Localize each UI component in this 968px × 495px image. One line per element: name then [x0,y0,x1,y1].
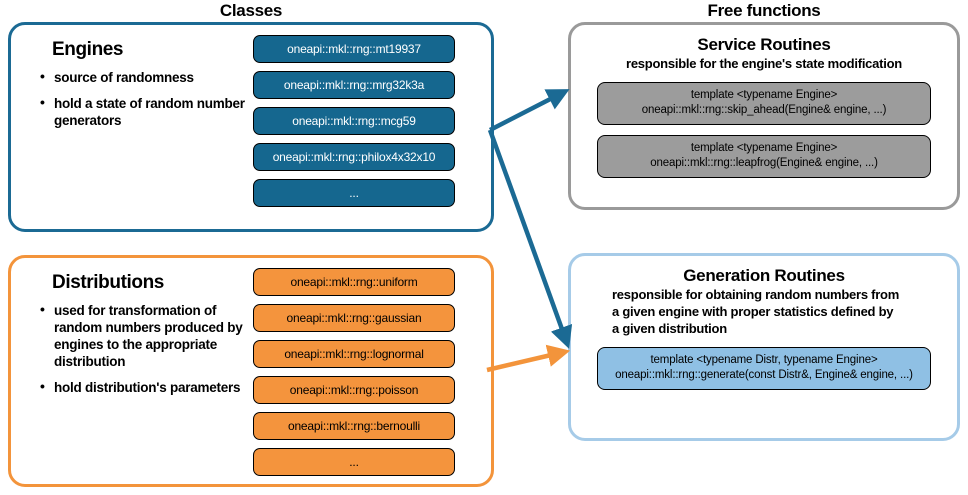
generation-routines-subtitle-line: responsible for obtaining random numbers… [612,287,900,302]
arrow-engines-to-generation-routines [487,129,573,349]
engines-bullet: source of randomness [39,68,254,86]
service-routines-signatures: template <typename Engine> oneapi::mkl::… [571,82,957,178]
engines-title: Engines [52,39,124,60]
arrow-distributions-to-generation-routines [486,344,571,373]
column-heading-free-functions: Free functions [707,1,821,20]
distributions-bullet-list: used for transformation of random number… [39,301,254,396]
generation-routine-signature[interactable]: template <typename Distr, typename Engin… [597,347,931,390]
generation-routines-signatures: template <typename Distr, typename Engin… [571,347,957,390]
signature-template-line: template <typename Engine> [690,89,838,101]
engines-description: Engines source of randomness hold a stat… [39,39,254,138]
distribution-class-pill[interactable]: oneapi::mkl::rng::lognormal [253,340,455,368]
generation-routines-title: Generation Routines [683,266,845,285]
service-routine-signature[interactable]: template <typename Engine> oneapi::mkl::… [597,82,931,125]
signature-function-line: oneapi::mkl::rng::skip_ahead(Engine& eng… [641,104,887,116]
engine-class-pill[interactable]: oneapi::mkl::rng::mt19937 [253,35,455,63]
engine-class-pill-more[interactable]: ... [253,179,455,207]
distribution-class-pill[interactable]: oneapi::mkl::rng::uniform [253,268,455,296]
signature-template-line: template <typename Engine> [690,142,838,154]
distribution-class-pill[interactable]: oneapi::mkl::rng::poisson [253,376,455,404]
distributions-group: Distributions used for transformation of… [8,255,494,487]
distribution-class-pill[interactable]: oneapi::mkl::rng::gaussian [253,304,455,332]
distributions-description: Distributions used for transformation of… [39,272,254,405]
engine-class-pill[interactable]: oneapi::mkl::rng::mcg59 [253,107,455,135]
engine-class-pill[interactable]: oneapi::mkl::rng::mrg32k3a [253,71,455,99]
distributions-bullet: hold distribution's parameters [39,378,254,396]
engines-bullet-list: source of randomness hold a state of ran… [39,68,254,129]
distributions-bullet: used for transformation of random number… [39,301,254,370]
generation-routines-subtitle-line: a given distribution [612,321,727,336]
generation-routines-group: Generation Routines responsible for obta… [568,253,960,441]
engines-bullet: hold a state of random number generators [39,94,254,129]
distributions-title: Distributions [52,272,164,293]
signature-function-line: oneapi::mkl::rng::leapfrog(Engine& engin… [650,157,878,169]
column-heading-classes: Classes [219,1,283,20]
signature-function-line: oneapi::mkl::rng::generate(const Distr&,… [615,369,913,381]
arrow-engines-to-service-routines [488,89,570,133]
service-routines-group: Service Routines responsible for the eng… [568,22,960,210]
distribution-class-pill[interactable]: oneapi::mkl::rng::bernoulli [253,412,455,440]
generation-routines-subtitle-line: a given engine with proper statistics de… [612,304,894,319]
signature-template-line: template <typename Distr, typename Engin… [650,354,878,366]
engines-class-list: oneapi::mkl::rng::mt19937 oneapi::mkl::r… [253,35,455,215]
distributions-class-list: oneapi::mkl::rng::uniform oneapi::mkl::r… [253,268,455,484]
service-routines-title: Service Routines [697,35,831,54]
service-routines-subtitle: responsible for the engine's state modif… [626,56,902,71]
service-routine-signature[interactable]: template <typename Engine> oneapi::mkl::… [597,135,931,178]
engines-group: Engines source of randomness hold a stat… [8,22,494,232]
engine-class-pill[interactable]: oneapi::mkl::rng::philox4x32x10 [253,143,455,171]
distribution-class-pill-more[interactable]: ... [253,448,455,476]
